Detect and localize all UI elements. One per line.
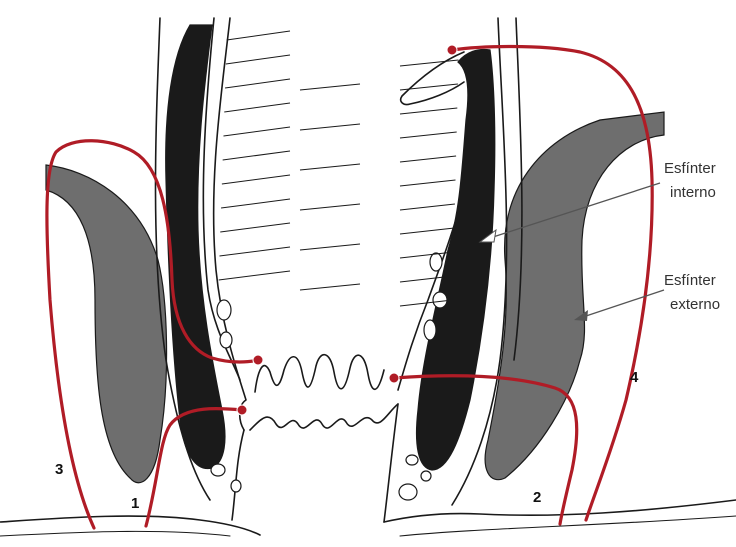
mucosal-fold <box>223 127 290 136</box>
mucosal-fold <box>400 84 458 90</box>
external-sphincter-pointer <box>580 290 664 318</box>
mucosal-fold <box>222 175 290 184</box>
internal-sphincter-label-line2: interno <box>670 184 716 201</box>
tract-number-4: 4 <box>630 369 639 386</box>
mucosal-folds <box>219 31 459 306</box>
canal-wall-left-inner <box>214 18 246 430</box>
mucosal-fold <box>400 156 456 162</box>
mucosal-fold <box>219 271 290 280</box>
gland <box>211 464 225 476</box>
gland <box>220 332 232 348</box>
mucosal-fold <box>221 199 290 208</box>
gland <box>231 480 241 492</box>
mucosal-fold <box>400 252 454 258</box>
external-sphincter-label-line2: externo <box>670 296 720 313</box>
mucosal-fold <box>227 31 290 40</box>
anal-columns <box>255 355 384 392</box>
mucosal-fold <box>219 247 290 256</box>
internal-sphincter-label-line1: Esfínter <box>664 160 716 177</box>
tract-number-2: 2 <box>533 489 541 506</box>
mucosal-fold <box>400 228 454 234</box>
perineal-skin-lower <box>0 516 736 536</box>
gland <box>433 292 447 308</box>
mucosal-fold <box>223 151 290 160</box>
gland <box>217 300 231 320</box>
rectal-fold-right <box>401 52 464 105</box>
dentate-line <box>250 404 398 430</box>
internal-opening-tract-4 <box>447 45 457 55</box>
canal-wall-left-mucosa <box>203 18 240 380</box>
mucosal-fold <box>300 244 360 250</box>
internal-opening-tract-2 <box>389 373 399 383</box>
mucosal-fold <box>220 223 290 232</box>
gland <box>399 484 417 500</box>
mucosal-fold <box>400 60 459 66</box>
mucosal-fold <box>300 84 360 90</box>
anal-verge-right <box>384 404 398 522</box>
mucosal-fold <box>400 180 456 186</box>
internal-opening-tract-1 <box>237 405 247 415</box>
mucosal-fold <box>224 103 290 112</box>
perineal-skin <box>0 500 736 535</box>
internal-sphincter-right <box>417 50 495 471</box>
external-sphincter-right <box>485 112 664 480</box>
gland <box>406 455 418 465</box>
mucosal-fold <box>400 204 455 210</box>
internal-opening-tract-3 <box>253 355 263 365</box>
mucosal-fold <box>400 132 457 138</box>
mucosal-fold <box>400 108 457 114</box>
mucosal-fold <box>300 124 360 130</box>
mucosal-fold <box>300 204 360 210</box>
external-sphincter-label-line1: Esfínter <box>664 272 716 289</box>
gland <box>424 320 436 340</box>
mucosal-fold <box>300 164 360 170</box>
tract-number-3: 3 <box>55 461 63 478</box>
mucosal-fold <box>225 79 290 88</box>
tract-number-1: 1 <box>131 495 139 512</box>
mucosal-fold <box>300 284 360 290</box>
mucosal-fold <box>226 55 290 64</box>
external-sphincter-left <box>46 165 167 483</box>
anal-verge-left <box>232 430 244 520</box>
gland <box>421 471 431 481</box>
gland <box>430 253 442 271</box>
